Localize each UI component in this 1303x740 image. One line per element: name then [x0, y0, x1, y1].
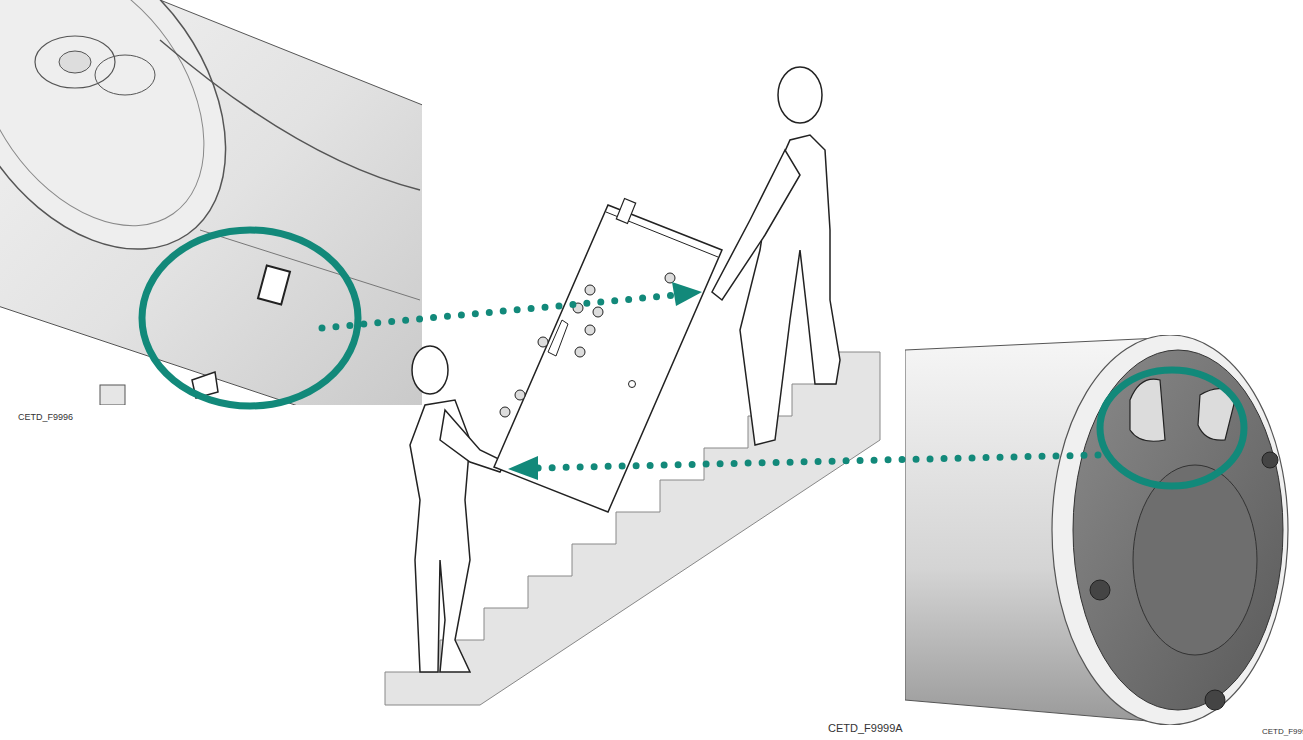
dotted-arrow — [508, 455, 1098, 480]
dotted-arrow — [322, 282, 702, 328]
figure-code: CETD_F9996 — [18, 412, 73, 422]
highlight-circle — [142, 230, 358, 406]
highlight-circle — [1100, 370, 1244, 486]
person-lower — [410, 346, 505, 672]
figure-code: CETD_F9999A — [828, 722, 903, 734]
tank-bottom-view — [905, 335, 1288, 725]
person-upper — [712, 67, 840, 445]
figure-code: CETD_F9997 — [1262, 727, 1303, 736]
tank-top-view — [0, 0, 422, 405]
